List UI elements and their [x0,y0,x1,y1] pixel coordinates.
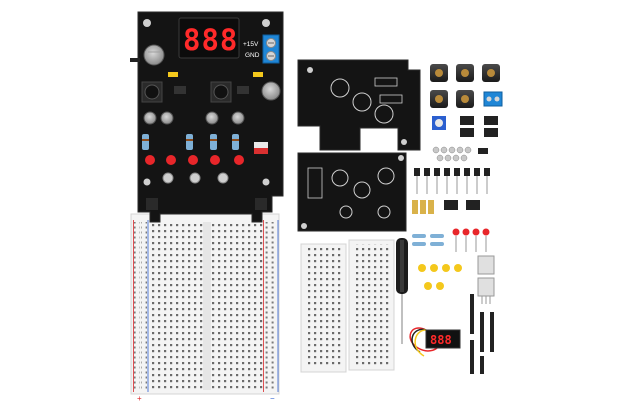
power-inductors [430,64,500,108]
transistors [414,168,490,194]
vplus-label: +15V [243,41,259,48]
electrolytic-capacitor [143,44,165,66]
rail-plus-label: + [137,394,142,403]
screws [432,146,472,162]
loose-terminal-block [483,91,503,107]
power-supply-pcb: 888 +15V GND [130,11,284,223]
loose-resistors [412,234,444,246]
display-digits: 888 [183,23,238,57]
bare-pcb-bottom [297,152,407,232]
ceramic-capacitors [418,264,462,290]
bare-pcb-top [297,59,421,151]
screwdriver [396,238,408,344]
screw-terminal [262,34,280,64]
resistor-row [142,134,239,150]
header-pins [470,294,494,374]
gnd-label: GND [245,52,260,59]
loose-breadboards [300,239,395,373]
voltage-regulators [477,255,495,304]
main-breadboard: + − [130,213,280,403]
voltage-display: 888 [178,17,240,59]
module-display-digits: 888 [430,333,452,347]
loose-red-leds [452,228,490,252]
rail-minus-label: − [270,394,275,403]
indicator-leds [145,155,244,165]
voltmeter-module: 888 [409,327,461,357]
adjust-knob-left [141,81,163,103]
adjust-knob-right [210,81,232,103]
